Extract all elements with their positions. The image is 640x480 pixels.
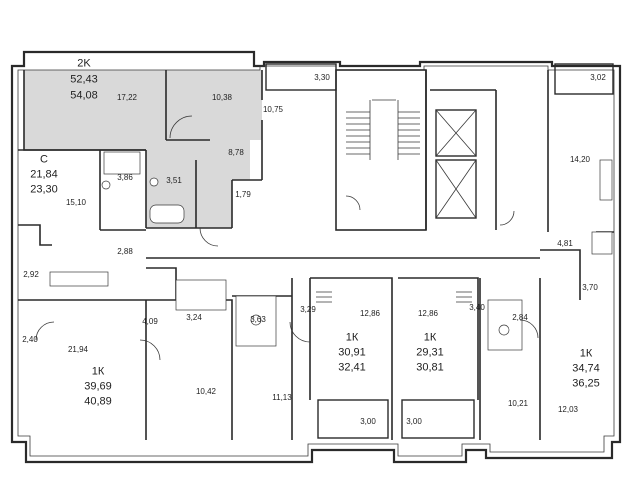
walls-studio: [18, 149, 146, 246]
room-area: 10,38: [211, 93, 233, 102]
room-area: 3,51: [166, 176, 182, 185]
room-area: 11,13: [272, 393, 292, 402]
vent-grille: [316, 291, 472, 303]
room-area: 15,10: [65, 198, 87, 207]
stair-core: [335, 69, 427, 231]
living-area: 52,43: [70, 73, 98, 86]
room-area: 3,40: [469, 303, 485, 312]
room-area: 3,24: [186, 313, 202, 322]
room-area: 1,79: [235, 190, 251, 199]
living-area: 34,74: [572, 362, 600, 375]
bath-b: [175, 279, 227, 311]
kitchen-right: [599, 159, 613, 201]
total-area: 54,08: [70, 89, 98, 102]
room-area: 4,81: [557, 239, 573, 248]
apartment-type: 1К: [423, 331, 437, 344]
total-area: 23,30: [30, 183, 58, 196]
room-area: 12,03: [557, 405, 579, 414]
room-area: 3,00: [360, 417, 376, 426]
room-area: 12,86: [359, 309, 381, 318]
door-swings: [35, 115, 539, 361]
room-area: 3,70: [582, 283, 598, 292]
total-area: 30,81: [416, 361, 444, 374]
room-area: 4,09: [142, 317, 158, 326]
kitchen-a: [49, 271, 109, 287]
room-area: 17,22: [116, 93, 138, 102]
total-area: 32,41: [338, 361, 366, 374]
room-area: 10,21: [507, 399, 529, 408]
room-area: 21,94: [67, 345, 89, 354]
room-area: 3,29: [300, 305, 316, 314]
room-area: 3,63: [250, 315, 266, 324]
balcony-b: [317, 399, 389, 439]
room-area: 3,86: [117, 173, 133, 182]
stairs: [346, 99, 420, 160]
bathtub: [149, 204, 185, 224]
room-area: 12,86: [417, 309, 439, 318]
elevator-2[interactable]: [435, 159, 477, 219]
living-area: 39,69: [84, 380, 112, 393]
room-area: 2,84: [512, 313, 528, 322]
balcony-top-2: [554, 63, 614, 95]
apartment-type: 1К: [91, 365, 105, 378]
toilet: [101, 180, 111, 190]
room-area: 2,40: [22, 335, 38, 344]
room-area: 3,02: [590, 73, 606, 82]
room-area: 2,88: [117, 247, 133, 256]
room-area: 10,75: [262, 105, 284, 114]
living-area: 30,91: [338, 346, 366, 359]
apartment-type: С: [40, 153, 48, 166]
apartment-type: 1К: [579, 347, 593, 360]
total-area: 40,89: [84, 395, 112, 408]
room-area: 3,00: [406, 417, 422, 426]
room-area: 2,92: [23, 270, 39, 279]
room-area: 14,20: [569, 155, 591, 164]
bath-right: [591, 231, 613, 255]
room-area: 3,30: [314, 73, 330, 82]
toilet-d: [498, 324, 510, 336]
living-area: 21,84: [30, 168, 58, 181]
apartment-type: 1К: [345, 331, 359, 344]
toilet-2: [149, 177, 159, 187]
core-walls: [425, 70, 497, 230]
apartment-2k-highlight[interactable]: [24, 70, 262, 228]
balcony-c: [401, 399, 475, 439]
room-area: 8,78: [228, 148, 244, 157]
toilet-c: [250, 314, 262, 326]
bath-fixture: [103, 151, 141, 175]
total-area: 36,25: [572, 377, 600, 390]
elevator-1[interactable]: [435, 109, 477, 157]
room-area: 10,42: [195, 387, 217, 396]
apartment-type: 2K: [77, 57, 91, 70]
living-area: 29,31: [416, 346, 444, 359]
walls-lower: [18, 277, 541, 440]
